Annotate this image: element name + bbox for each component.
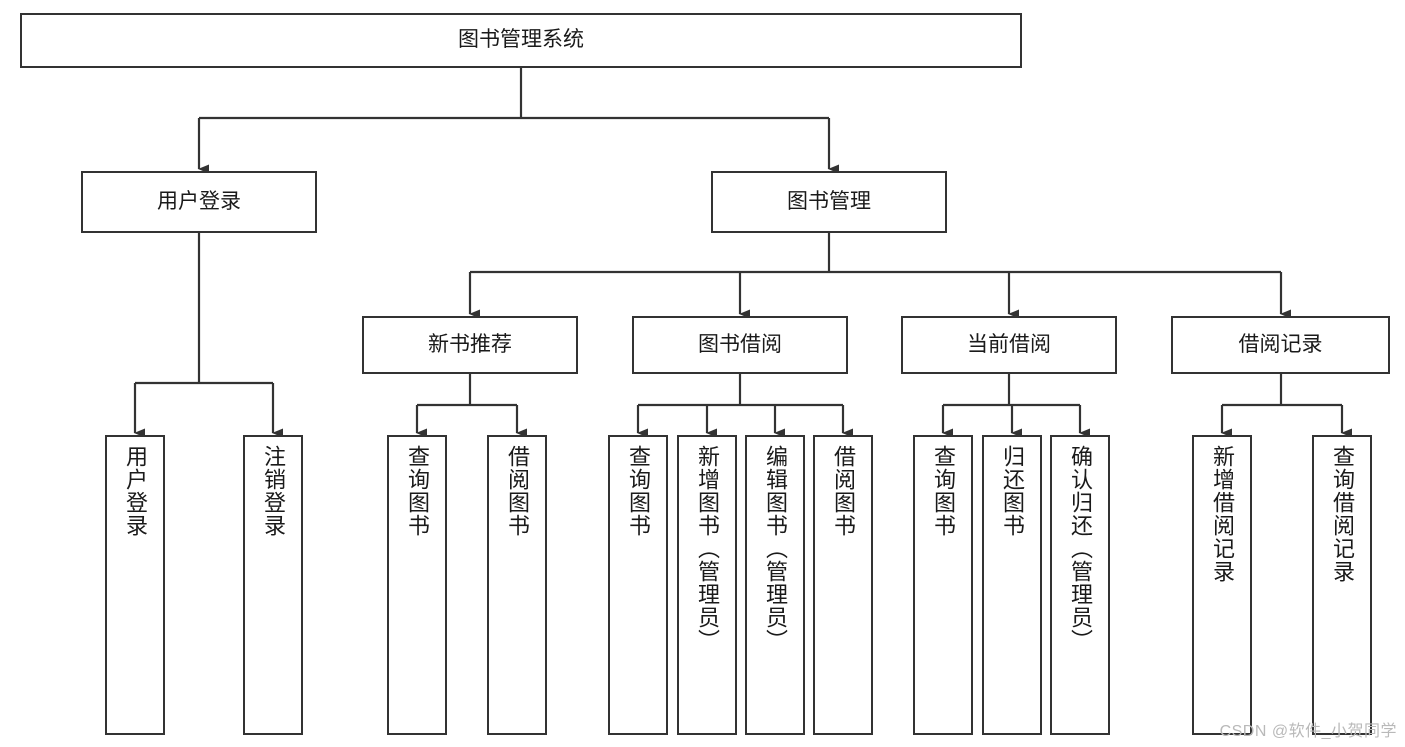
node-book-borrow[interactable]: 图书借阅	[632, 316, 848, 374]
edge-group	[133, 68, 1352, 438]
node-leaf-logout[interactable]: 注销登录	[243, 435, 303, 735]
node-label-leaf-user-login: 用户登录	[123, 445, 148, 537]
node-label-leaf-edit-book: 编辑图书（管理员）	[763, 445, 788, 652]
node-user-login[interactable]: 用户登录	[81, 171, 317, 233]
node-leaf-query-book-borrow[interactable]: 查询图书	[608, 435, 668, 735]
node-label-leaf-query-book-rec: 查询图书	[405, 445, 430, 537]
node-new-book-recommend[interactable]: 新书推荐	[362, 316, 578, 374]
node-label-leaf-borrow-book-rec: 借阅图书	[505, 445, 530, 537]
node-leaf-add-book[interactable]: 新增图书（管理员）	[677, 435, 737, 735]
node-label-leaf-return-book: 归还图书	[1000, 445, 1025, 537]
node-label-book-manage: 图书管理	[787, 189, 871, 213]
node-label-new-book-recommend: 新书推荐	[428, 332, 512, 356]
node-label-leaf-query-book-borrow: 查询图书	[626, 445, 651, 537]
node-label-leaf-query-book-cur: 查询图书	[931, 445, 956, 537]
node-label-user-login: 用户登录	[157, 189, 241, 213]
node-label-book-borrow: 图书借阅	[698, 332, 782, 356]
node-leaf-add-record[interactable]: 新增借阅记录	[1192, 435, 1252, 735]
node-leaf-confirm-return[interactable]: 确认归还（管理员）	[1050, 435, 1110, 735]
node-root[interactable]: 图书管理系统	[20, 13, 1022, 68]
node-label-root: 图书管理系统	[458, 28, 584, 52]
node-label-leaf-logout: 注销登录	[261, 445, 286, 537]
node-leaf-edit-book[interactable]: 编辑图书（管理员）	[745, 435, 805, 735]
node-book-manage[interactable]: 图书管理	[711, 171, 947, 233]
node-label-borrow-record: 借阅记录	[1238, 332, 1323, 356]
watermark-text: CSDN @软件_小贺同学	[1219, 723, 1397, 740]
node-leaf-query-book-rec[interactable]: 查询图书	[387, 435, 447, 735]
node-label-leaf-query-record: 查询借阅记录	[1330, 445, 1355, 583]
node-label-leaf-confirm-return: 确认归还（管理员）	[1068, 445, 1093, 652]
node-current-borrow[interactable]: 当前借阅	[901, 316, 1117, 374]
node-leaf-borrow-book-rec[interactable]: 借阅图书	[487, 435, 547, 735]
node-label-leaf-add-book: 新增图书（管理员）	[695, 445, 720, 652]
node-leaf-return-book[interactable]: 归还图书	[982, 435, 1042, 735]
node-leaf-user-login[interactable]: 用户登录	[105, 435, 165, 735]
node-label-current-borrow: 当前借阅	[967, 332, 1051, 356]
node-borrow-record[interactable]: 借阅记录	[1171, 316, 1390, 374]
node-label-leaf-add-record: 新增借阅记录	[1210, 445, 1235, 583]
node-leaf-borrow-book[interactable]: 借阅图书	[813, 435, 873, 735]
node-leaf-query-book-cur[interactable]: 查询图书	[913, 435, 973, 735]
node-leaf-query-record[interactable]: 查询借阅记录	[1312, 435, 1372, 735]
node-label-leaf-borrow-book: 借阅图书	[831, 445, 856, 537]
